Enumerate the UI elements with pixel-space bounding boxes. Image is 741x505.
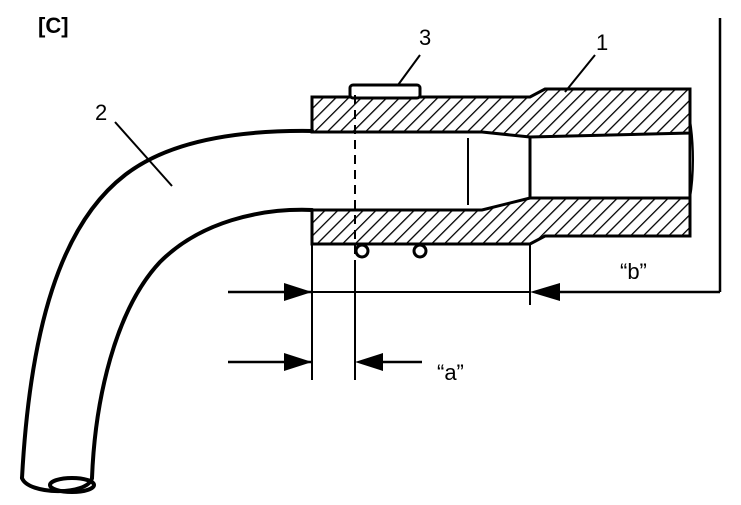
leader-lines xyxy=(114,54,596,187)
pipe-bore xyxy=(467,119,694,205)
callout-2: 2 xyxy=(95,100,107,125)
bent-hose xyxy=(20,128,314,494)
extension-lines xyxy=(311,244,531,380)
callout-1: 1 xyxy=(596,30,608,55)
hose-cut-ellipse xyxy=(48,476,96,494)
callout-3: 3 xyxy=(419,25,431,50)
dimension-b xyxy=(228,18,722,301)
hose-inner-edge xyxy=(90,207,314,480)
leader-1 xyxy=(564,54,596,93)
dimension-a-label: “a” xyxy=(437,360,464,385)
panel-label: [C] xyxy=(38,13,69,38)
hose-outer-edge xyxy=(20,128,314,480)
clamp-band-top xyxy=(348,83,422,100)
clamp-lug-left xyxy=(354,243,370,259)
leader-2 xyxy=(114,121,173,187)
dimension-a xyxy=(228,353,422,371)
dimension-b-label: “b” xyxy=(620,259,647,284)
pipe-lower-wall xyxy=(310,196,692,246)
leader-3 xyxy=(397,54,421,86)
clamp-lug-right xyxy=(412,243,428,259)
